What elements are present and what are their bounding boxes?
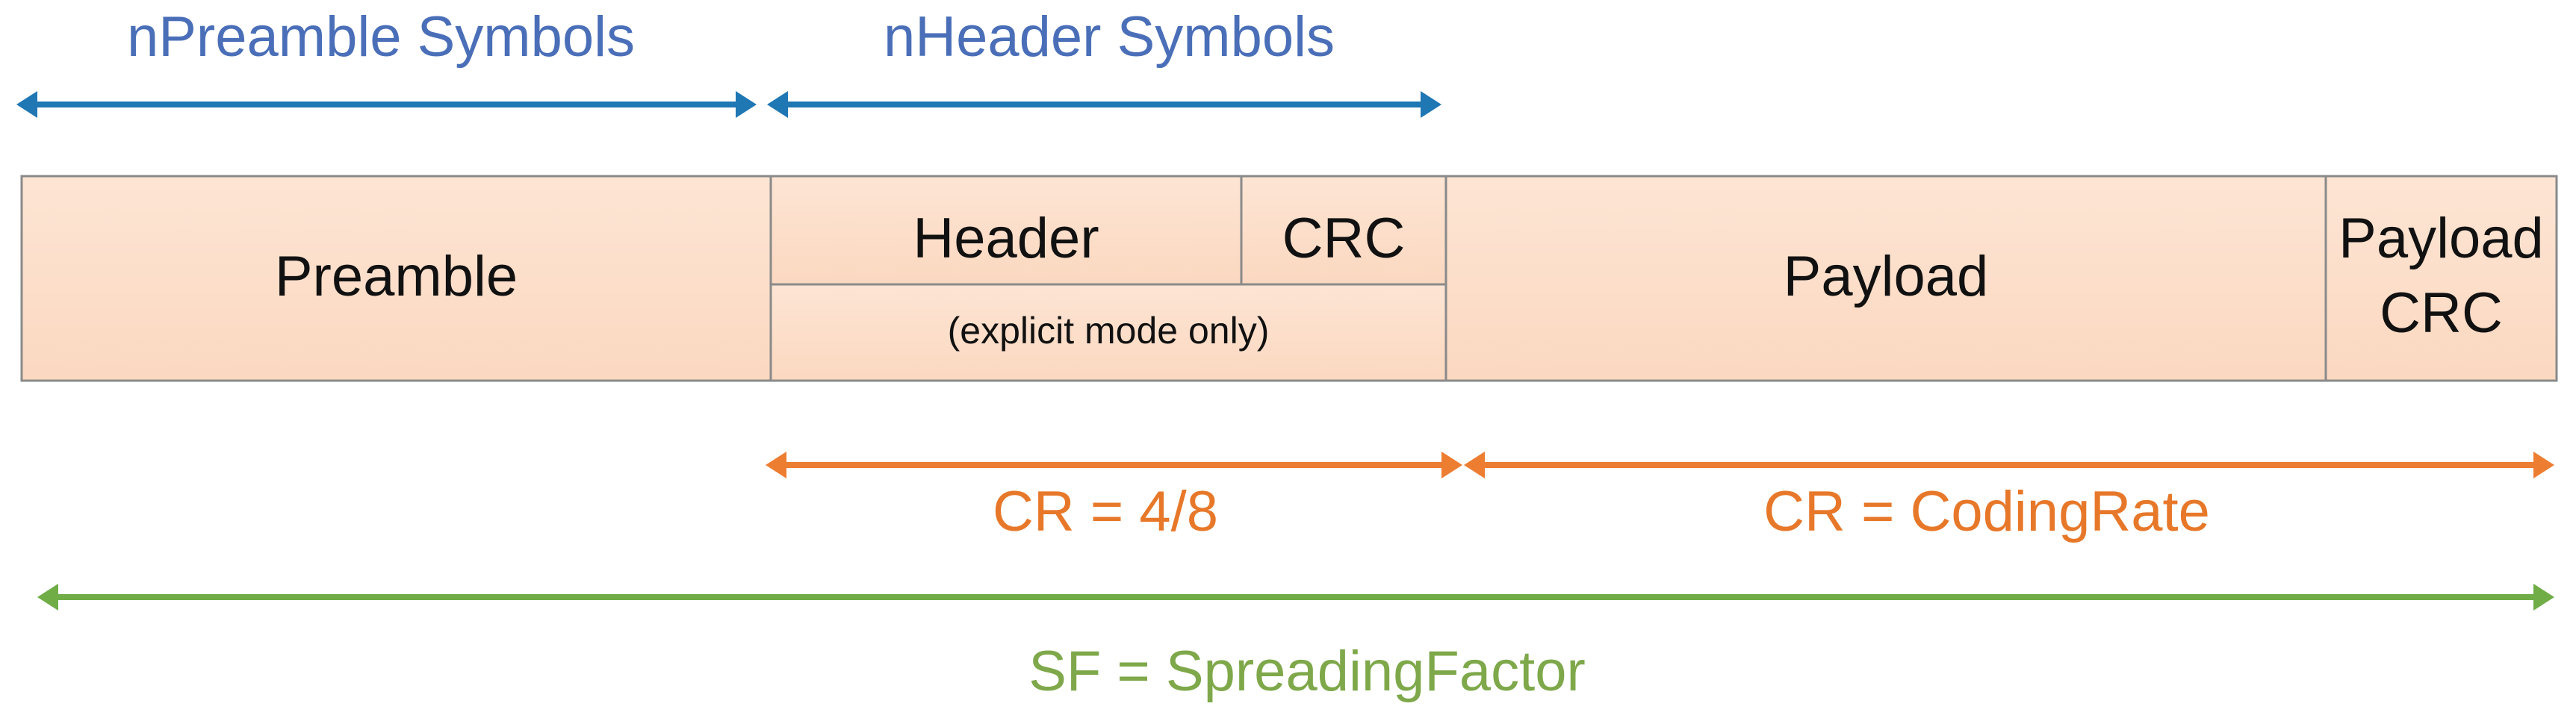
payload-label: Payload — [1783, 245, 1989, 308]
header-crc-label: CRC — [1282, 207, 1406, 270]
preamble-length-arrow — [16, 91, 757, 118]
header-coding-rate-label: CR = 4/8 — [992, 480, 1219, 543]
payload-coding-rate-arrow — [1464, 452, 2554, 478]
spreading-factor-arrow — [37, 584, 2554, 611]
preamble-label: Preamble — [274, 245, 518, 308]
payload-coding-rate-label: CR = CodingRate — [1763, 480, 2210, 543]
header-note-label: (explicit mode only) — [947, 310, 1270, 352]
preamble-symbols-label: nPreamble Symbols — [126, 5, 636, 69]
payload-crc-label-line1: Payload — [2338, 207, 2544, 270]
frame-boxes — [20, 175, 2558, 382]
spreading-factor-label: SF = SpreadingFactor — [1028, 640, 1586, 703]
preamble-box — [20, 175, 772, 382]
header-label: Header — [913, 207, 1099, 270]
payload-crc-label-line2: CRC — [2380, 281, 2503, 345]
header-note-box — [769, 283, 1447, 382]
header-length-arrow — [767, 91, 1441, 118]
payload-crc-box — [2324, 175, 2558, 382]
header-symbols-label: nHeader Symbols — [883, 5, 1335, 69]
header-coding-rate-arrow — [766, 452, 1462, 478]
header-box — [769, 175, 1243, 286]
header-crc-box — [1240, 175, 1447, 286]
